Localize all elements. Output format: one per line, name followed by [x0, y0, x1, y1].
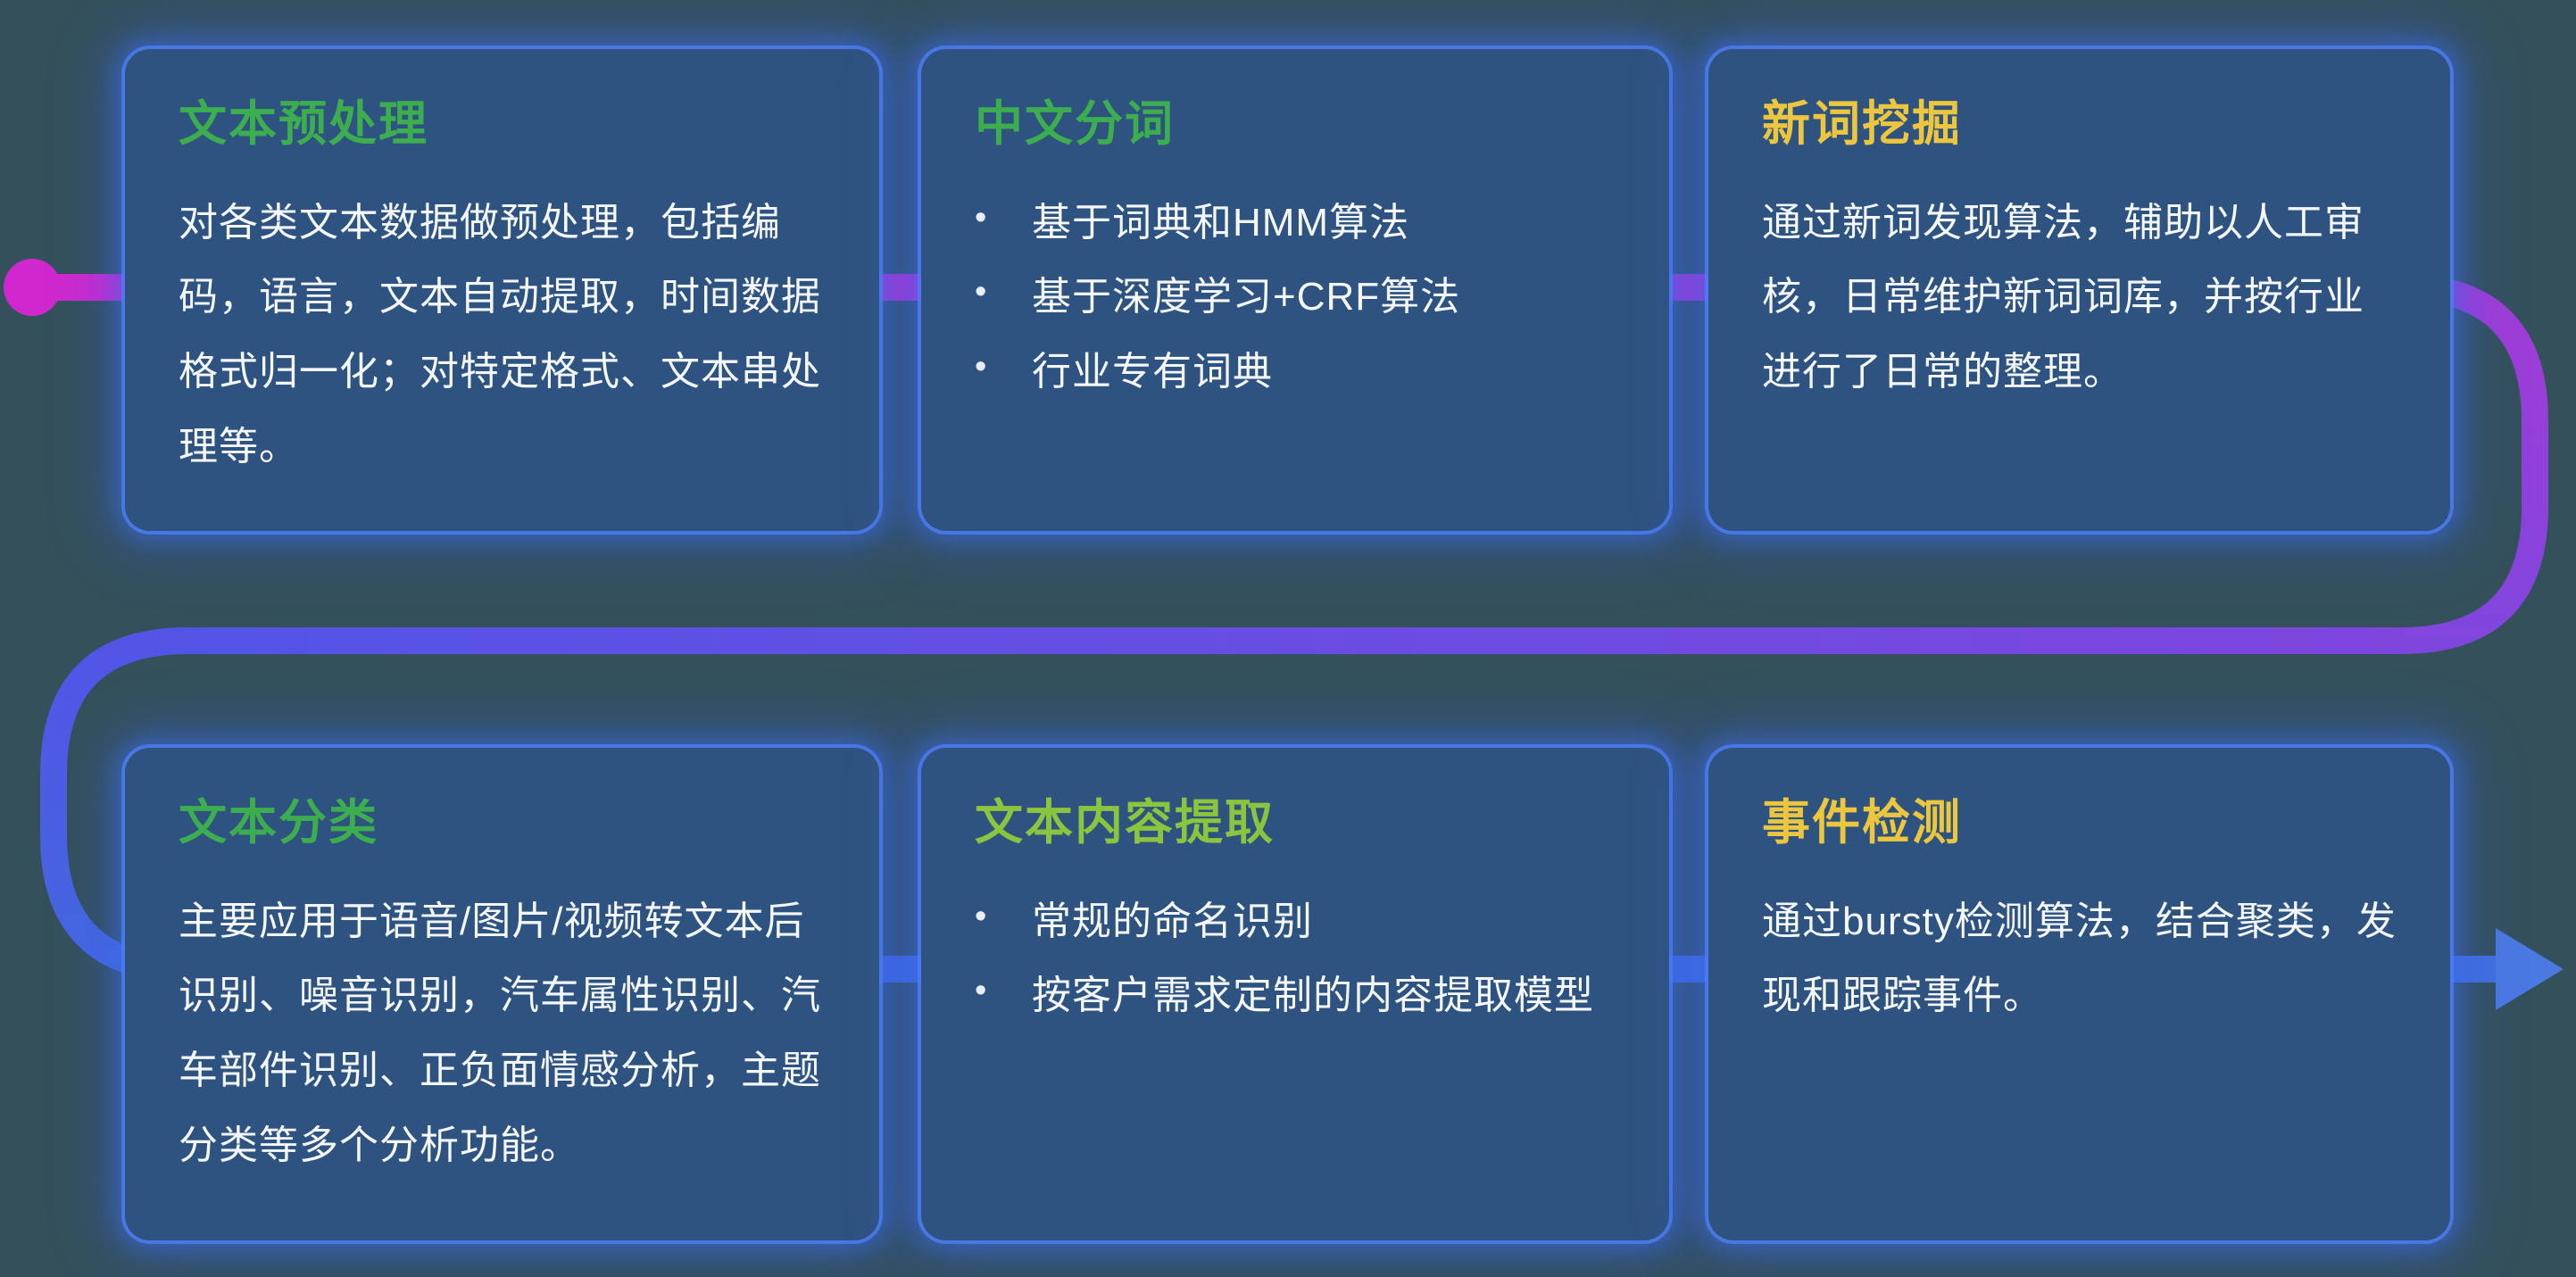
card-body: 主要应用于语音/图片/视频转文本后识别、噪音识别，汽车属性识别、汽车部件识别、正… [179, 899, 821, 1167]
card-body: 对各类文本数据做预处理，包括编码，语言，文本自动提取，时间数据格式归一化；对特定… [179, 200, 821, 469]
card-body: 通过bursty检测算法，结合聚类，发现和跟踪事件。 [1762, 899, 2397, 1018]
card-text-classification: 文本分类 主要应用于语音/图片/视频转文本后识别、噪音识别，汽车属性识别、汽车部… [125, 748, 879, 1240]
bullet-item: • 常规的命名识别 [975, 884, 1616, 959]
card-event-detection: 事件检测 通过bursty检测算法，结合聚类，发现和跟踪事件。 [1708, 748, 2450, 1240]
bullet-item: • 基于词典和HMM算法 [975, 186, 1616, 261]
card-body: 通过新词发现算法，辅助以人工审核，日常维护新词词库，并按行业进行了日常的整理。 [1762, 200, 2364, 394]
card-title: 中文分词 [975, 97, 1175, 151]
bullet-text: 基于词典和HMM算法 [1032, 200, 1410, 245]
card-text-content-extraction: 文本内容提取 • 常规的命名识别 • 按客户需求定制的内容提取模型 [921, 748, 1669, 1240]
bullet-list: • 常规的命名识别 • 按客户需求定制的内容提取模型 [975, 884, 1616, 1033]
bullet-dot-icon: • [975, 347, 987, 386]
flow-line-right-turn [2400, 274, 2548, 654]
card-text-preprocessing: 文本预处理 对各类文本数据做预处理，包括编码，语言，文本自动提取，时间数据格式归… [125, 49, 879, 531]
bullet-dot-icon: • [975, 273, 987, 311]
bullet-item: • 基于深度学习+CRF算法 [975, 260, 1616, 335]
bullet-text: 行业专有词典 [1032, 349, 1273, 394]
bullet-text: 常规的命名识别 [1032, 899, 1313, 943]
bullet-dot-icon: • [975, 897, 987, 935]
bullet-list: • 基于词典和HMM算法 • 基于深度学习+CRF算法 • 行业专有词典 [975, 186, 1616, 410]
bullet-item: • 按客户需求定制的内容提取模型 [975, 958, 1616, 1033]
bullet-text: 按客户需求定制的内容提取模型 [1032, 974, 1594, 1018]
bullet-item: • 行业专有词典 [975, 335, 1616, 410]
flow-arrow-icon [2496, 928, 2564, 1010]
card-chinese-word-segmentation: 中文分词 • 基于词典和HMM算法 • 基于深度学习+CRF算法 • 行业专有词… [921, 49, 1669, 531]
card-title: 事件检测 [1762, 796, 1962, 850]
card-title: 文本内容提取 [975, 796, 1275, 850]
card-new-word-mining: 新词挖掘 通过新词发现算法，辅助以人工审核，日常维护新词词库，并按行业进行了日常… [1708, 49, 2450, 531]
bullet-text: 基于深度学习+CRF算法 [1032, 275, 1461, 319]
bullet-dot-icon: • [975, 198, 987, 236]
card-title: 文本分类 [179, 796, 378, 850]
card-title: 新词挖掘 [1762, 97, 1962, 151]
flow-line-left-turn [40, 627, 188, 983]
card-title: 文本预处理 [179, 97, 428, 151]
bullet-dot-icon: • [975, 972, 987, 1010]
